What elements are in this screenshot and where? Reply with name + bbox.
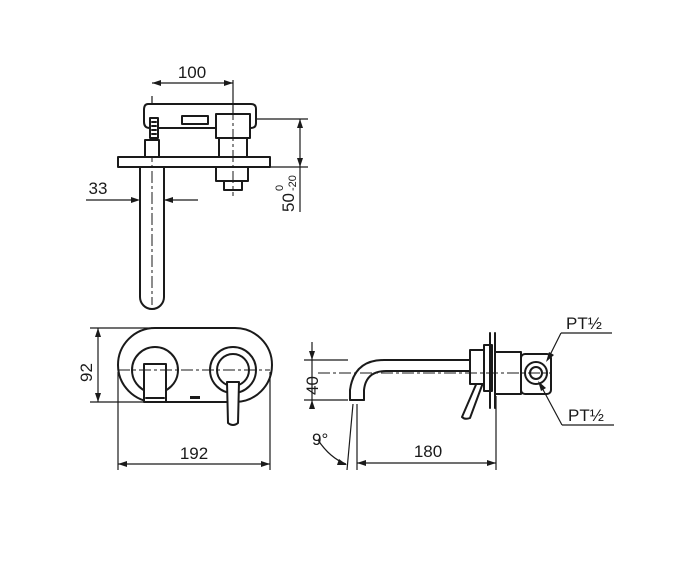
dim-192-label: 192 xyxy=(180,444,208,463)
dim-40-label: 40 xyxy=(303,376,322,395)
dim-50-label: 50 xyxy=(279,193,298,212)
front-view-lever xyxy=(226,381,240,426)
side-view-spout-bottom xyxy=(363,370,471,401)
side-view-plate xyxy=(483,344,493,392)
dim-100-label: 100 xyxy=(178,63,206,82)
top-view: 100 33 50 0 -20 xyxy=(86,63,308,310)
top-view-aerator xyxy=(149,117,159,139)
dim-180-label: 180 xyxy=(414,442,442,461)
thread-upper-label: PT½ xyxy=(566,314,602,333)
dim-50-tol-lower: -20 xyxy=(287,175,299,191)
front-view-spout-outlet xyxy=(143,363,167,403)
front-view: 92 192 xyxy=(77,327,273,470)
leader-thread-lower xyxy=(539,383,563,426)
side-view-lever xyxy=(461,379,485,420)
top-view-plate xyxy=(117,156,271,168)
brand-logo-mark xyxy=(190,396,200,399)
dim-33-label: 33 xyxy=(89,179,108,198)
side-view: 40 9° 180 PT½ PT½ xyxy=(303,314,614,471)
top-view-spout xyxy=(139,166,165,310)
dim-50-tol-upper: 0 xyxy=(274,185,286,191)
thread-lower-label: PT½ xyxy=(568,406,604,425)
dim-angle-label: 9° xyxy=(312,430,328,449)
side-view-spout-top xyxy=(349,359,471,401)
dim-92-label: 92 xyxy=(77,363,96,382)
